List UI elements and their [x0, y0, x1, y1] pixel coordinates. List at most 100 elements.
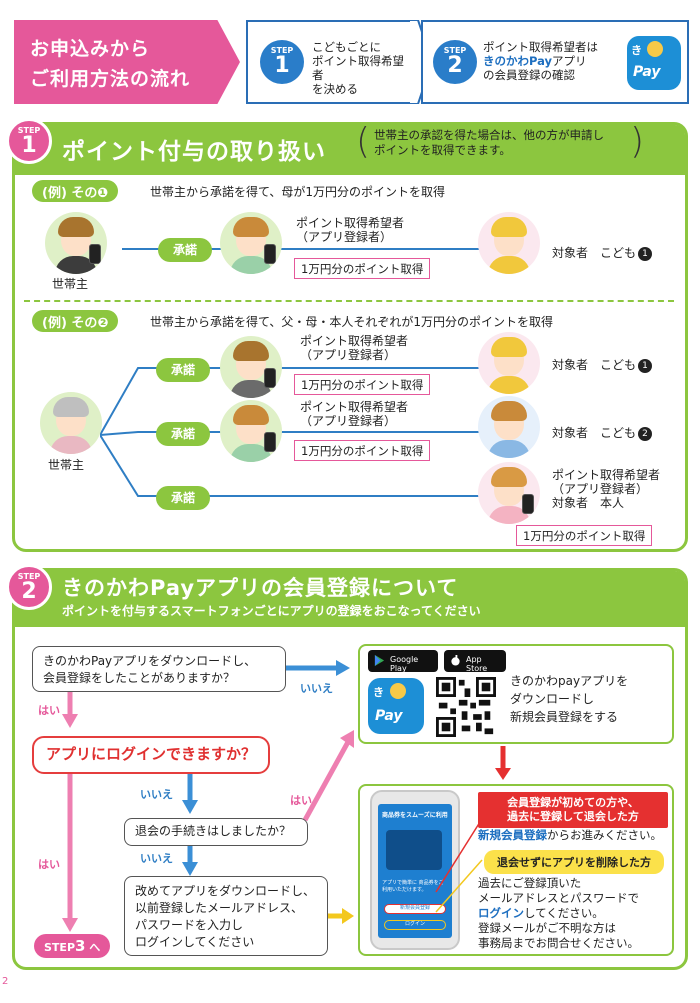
deleted-line5: 事務局までお問合せください。 — [478, 936, 639, 950]
step1-title: ポイント付与の取り扱い — [62, 139, 326, 165]
example-divider — [24, 300, 674, 302]
flow-title-line1: お申込みから — [30, 38, 151, 60]
new-users-instruction: 新規会員登録からお進みください。 — [478, 828, 662, 843]
deleted-line4: 登録メールがご不明な方は — [478, 921, 616, 935]
step-label: STEP — [443, 46, 467, 55]
step2-desc-line3: の会員登録の確認 — [483, 68, 575, 82]
number-badge: 2 — [638, 427, 653, 441]
new-users-label: 会員登録が初めての方や、 過去に登録して退会した方 — [478, 792, 668, 828]
deleted-line2: メールアドレスとパスワードで — [478, 891, 639, 905]
avatar-head-of-household — [45, 212, 107, 274]
callout-lines — [435, 821, 483, 913]
avatar-child — [478, 396, 540, 458]
qr-code-icon[interactable] — [436, 677, 496, 737]
approve-badge: 承諾 — [156, 486, 210, 510]
smartphone-icon — [522, 494, 534, 514]
kinokawa-pay-app-icon: き Pay — [627, 36, 681, 90]
avatar-mother — [220, 212, 282, 274]
go-to-step3-button[interactable]: STEP3 へ — [34, 934, 111, 958]
number-badge: 1 — [638, 247, 653, 261]
login-link[interactable]: ログイン — [478, 906, 524, 920]
role-line1: ポイント取得希望者 — [552, 468, 661, 482]
google-play-label: Google Play — [390, 655, 419, 673]
open-bracket: ( — [356, 121, 371, 162]
app-store-badge[interactable]: App Store — [444, 650, 506, 673]
role-desc: ポイント取得希望者 （アプリ登録者） 対象者 本人 — [552, 468, 660, 510]
google-play-badge[interactable]: Google Play — [368, 650, 438, 673]
step-number: 2 — [447, 53, 463, 78]
smartphone-icon — [89, 244, 101, 264]
avatar-grandparent — [40, 392, 102, 454]
google-play-icon — [374, 655, 385, 666]
phone-illustration — [386, 830, 442, 870]
q1-line2: 会員登録をしたことがありますか？ — [43, 671, 236, 685]
step2-desc-line2: きのかわPayアプリ — [483, 54, 598, 68]
deleted-line3-rest: してください。 — [524, 906, 604, 920]
flow-arrows — [62, 660, 511, 932]
step-label: STEP — [17, 572, 41, 581]
approve-badge: 承諾 — [156, 422, 210, 446]
target-label: 対象者 こども — [552, 246, 637, 260]
answer-yes: はい — [290, 794, 312, 807]
answer-no: いいえ — [300, 682, 333, 695]
answer-no: いいえ — [140, 788, 173, 801]
smartphone-icon — [264, 432, 276, 452]
question-downloaded: きのかわPayアプリをダウンロードし、 会員登録をしたことがありますか？ — [32, 646, 286, 692]
download-line2: ダウンロードし — [510, 692, 595, 706]
role-line1: ポイント取得希望者 — [296, 216, 405, 230]
points-box: 1万円分のポイント取得 — [294, 258, 431, 279]
number-badge: 1 — [638, 359, 653, 373]
role-desc: ポイント取得希望者 （アプリ登録者） — [296, 216, 404, 244]
head-label: 世帯主 — [48, 458, 85, 472]
step1-circle: STEP 1 — [260, 40, 304, 84]
step3-suffix: へ — [89, 941, 101, 954]
step-number: 1 — [21, 133, 37, 158]
phone-login-button[interactable]: ログイン — [384, 920, 446, 930]
phone-screen: 商品券をスムーズに利用 アプリで簡単に 商品券をご利用いただけます。 新規会員登… — [378, 804, 452, 938]
role-desc: ポイント取得希望者 （アプリ登録者） — [300, 334, 408, 362]
phone-register-button[interactable]: 新規会員登録 — [384, 904, 446, 914]
phone-mockup: 商品券をスムーズに利用 アプリで簡単に 商品券をご利用いただけます。 新規会員登… — [370, 790, 460, 950]
new-registration-link[interactable]: 新規会員登録 — [478, 828, 547, 842]
q4-line3: パスワードを入力し — [135, 918, 244, 932]
step1-desc-line3: を決める — [312, 82, 358, 96]
avatar-father — [220, 336, 282, 398]
points-box: 1万円分のポイント取得 — [516, 525, 653, 546]
q4-line2: 以前登録したメールアドレス、 — [135, 901, 304, 915]
step1-note-line2: ポイントを取得できます。 — [374, 143, 511, 157]
step2-subtitle: ポイントを付与するスマートフォンごとにアプリの登録をおこなってください — [62, 604, 481, 618]
app-store-label: App Store — [466, 655, 488, 673]
app-name: きのかわPay — [483, 54, 553, 68]
points-box: 1万円分のポイント取得 — [294, 374, 431, 395]
smartphone-icon — [264, 244, 276, 264]
role-line2: （アプリ登録者） — [296, 230, 393, 244]
step-number: 2 — [21, 579, 37, 604]
deleted-app-label: 退会せずにアプリを削除した方 — [484, 850, 664, 874]
role-line2: （アプリ登録者） — [552, 482, 649, 496]
role-line3: 対象者 本人 — [552, 496, 625, 510]
answer-yes: はい — [38, 704, 60, 717]
step3-label: STEP — [44, 941, 76, 954]
example1-pill: (例) その❶ — [32, 180, 119, 202]
flow-title-banner: お申込みから ご利用方法の流れ — [14, 20, 240, 104]
step2-title: きのかわPayアプリの会員登録について — [62, 576, 459, 600]
step1-desc-line1: こどもごとに — [312, 40, 381, 54]
connector-line — [122, 248, 532, 250]
q4-line4: ログインしてください — [135, 935, 255, 949]
role-desc: ポイント取得希望者 （アプリ登録者） — [300, 400, 408, 428]
role-line1: ポイント取得希望者 — [300, 334, 409, 348]
role-line2: （アプリ登録者） — [300, 414, 397, 428]
step1-panel — [12, 122, 688, 552]
points-box: 1万円分のポイント取得 — [294, 440, 431, 461]
header-step1-card: STEP 1 こどもごとに ポイント取得希望者 を決める — [246, 20, 432, 104]
step2-circle: STEP 2 — [433, 40, 477, 84]
step-label: STEP — [17, 126, 41, 135]
avatar-child — [478, 212, 540, 274]
new-users-line2: 過去に登録して退会した方 — [507, 810, 639, 823]
q4-line1: 改めてアプリをダウンロードし、 — [135, 884, 316, 898]
step1-desc-line2: ポイント取得希望者 — [312, 54, 404, 82]
app-icon-text: Pay — [375, 708, 403, 724]
step1-note-line1: 世帯主の承認を得た場合は、他の方が申請し — [374, 128, 604, 142]
